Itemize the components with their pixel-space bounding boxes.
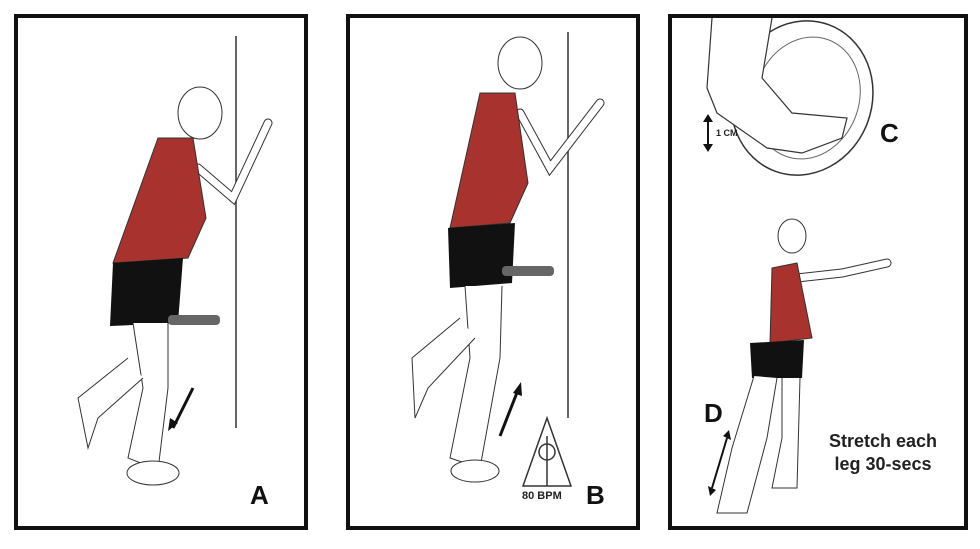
foot-on-disc-illustration [706,17,874,176]
panel-a: A [14,14,308,530]
vertical-arrow-icon [703,114,713,152]
figure-single-leg-balance-up [411,32,605,483]
figure-single-leg-balance-down [77,36,273,486]
panel-label-a: A [250,480,269,510]
instruction-line-1: Stretch each [828,431,938,451]
panel-label-d: D [704,398,723,428]
panel-c-d: 1 CM C D Stretch each leg 30-secs [668,14,968,530]
panel-label-b: B [586,480,605,510]
stretch-instruction: Stretch each leg 30-secs [818,430,948,476]
metronome-icon [521,415,573,487]
panel-label-c: C [880,118,899,148]
figure-calf-stretch [708,218,892,514]
instruction-line-2: leg 30-secs [834,454,932,474]
panel-b: 80 BPM B [346,14,640,530]
metronome-bpm: 80 BPM [522,490,562,502]
measure-label: 1 CM [716,128,738,138]
